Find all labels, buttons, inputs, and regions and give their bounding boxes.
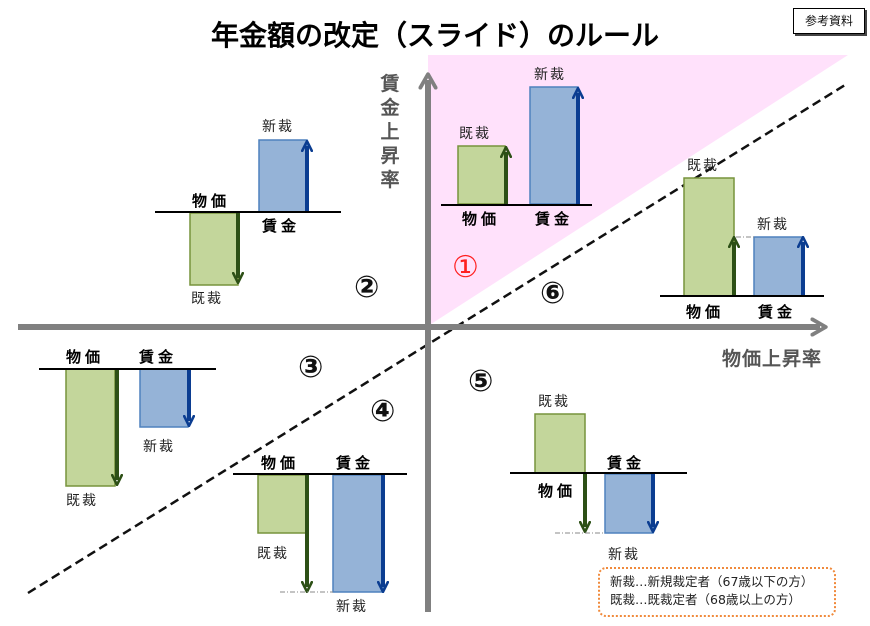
page-title: 年金額の改定（スライド）のルール <box>210 19 659 52</box>
x-axis-label: 物価上昇率 <box>722 348 823 370</box>
region-4-number: ④ <box>370 394 396 429</box>
reference-badge: 参考資料 <box>793 8 865 34</box>
region-4-wage-tag: 新裁 <box>336 599 368 615</box>
region-4-chart <box>233 473 407 592</box>
region-1-wage-label: 賃金 <box>535 210 574 228</box>
region-3-price-label: 物価 <box>66 348 105 366</box>
legend-box: 新裁…新規裁定者（67歳以下の方） 既裁…既裁定者（68歳以上の方） <box>598 567 836 617</box>
region-5-wage-tag: 新裁 <box>608 547 640 563</box>
region-6-wage-tag: 新裁 <box>757 217 789 233</box>
region-6-chart <box>660 177 824 297</box>
region-1-price-tag: 既裁 <box>459 126 491 142</box>
region-5-wage-label: 賃金 <box>607 454 646 472</box>
region-5-chart <box>510 413 687 534</box>
region-1-price-label: 物価 <box>462 210 501 228</box>
region-4-wage-label: 賃金 <box>336 454 375 472</box>
legend-line-existing: 既裁…既裁定者（68歳以上の方） <box>610 592 801 607</box>
region-2-price-tag: 既裁 <box>191 291 223 307</box>
legend-line-new: 新裁…新規裁定者（67歳以下の方） <box>610 574 814 589</box>
region-4-price-tag: 既裁 <box>257 546 289 562</box>
region-2-wage-label: 賃金 <box>262 217 301 235</box>
region-3-chart <box>39 368 216 487</box>
region-1-wage-tag: 新裁 <box>534 67 566 83</box>
diagonal-dashed-line <box>27 83 846 595</box>
region-5-price-tag: 既裁 <box>538 394 570 410</box>
region-5-number: ⑤ <box>468 364 494 399</box>
region-1-chart <box>441 86 592 206</box>
region-2-number: ② <box>354 270 380 305</box>
region-6-price-tag: 既裁 <box>687 158 719 174</box>
region-6-number: ⑥ <box>540 276 566 311</box>
region-2-price-label: 物価 <box>192 192 231 210</box>
region-1-number: ① <box>452 250 479 285</box>
region-2-chart <box>155 139 341 286</box>
region-3-number: ③ <box>298 350 324 385</box>
region-4-price-label: 物価 <box>261 454 300 472</box>
region-6-price-label: 物価 <box>686 303 725 321</box>
region-5-price-label: 物価 <box>538 482 577 500</box>
region-3-wage-tag: 新裁 <box>143 439 175 455</box>
region-2-wage-tag: 新裁 <box>262 119 294 135</box>
y-axis-label: 賃金上昇率 <box>380 73 400 191</box>
region-6-wage-label: 賃金 <box>758 303 797 321</box>
region-3-price-tag: 既裁 <box>66 493 98 509</box>
region-3-wage-label: 賃金 <box>139 348 178 366</box>
